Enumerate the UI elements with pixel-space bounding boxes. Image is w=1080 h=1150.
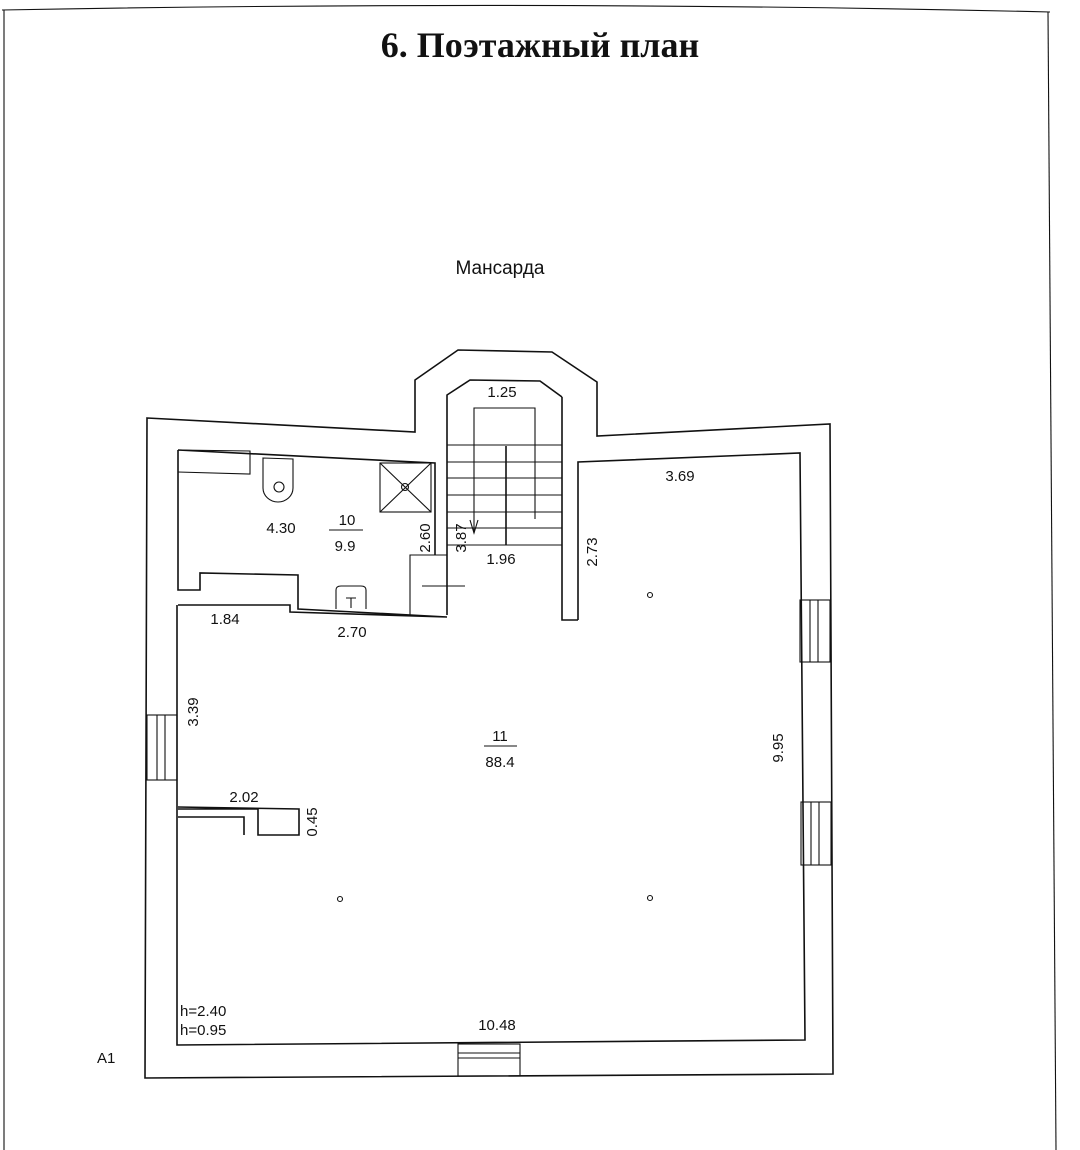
dim-room-bottom: 10.48 — [478, 1017, 516, 1034]
dim-ledge-depth: 0.45 — [304, 807, 321, 836]
room-10-area: 9.9 — [335, 538, 356, 555]
bath-counter — [177, 449, 251, 475]
window-left — [146, 714, 178, 781]
light-icon — [336, 895, 344, 903]
outer-wall — [144, 349, 834, 1079]
page-border-right — [1047, 11, 1057, 1150]
height-main: h=2.40 — [180, 1003, 226, 1020]
dim-bath-bottom-right: 2.70 — [337, 624, 366, 641]
light-icon — [646, 591, 654, 599]
window-bottom — [457, 1043, 521, 1077]
dim-room-top: 3.69 — [665, 468, 694, 485]
room-10-number: 10 — [339, 512, 356, 529]
sink-icon — [335, 585, 367, 609]
dim-stair-length: 3.87 — [453, 523, 470, 552]
dim-stair-top: 1.25 — [487, 384, 516, 401]
dim-room-left-upper: 3.39 — [185, 697, 202, 726]
dim-stair-bottom: 1.96 — [486, 551, 515, 568]
stair-steps — [447, 407, 562, 546]
dim-bath-width: 4.30 — [266, 520, 295, 537]
dim-stair-right: 2.73 — [584, 537, 601, 566]
plan-label: А1 — [97, 1050, 115, 1067]
stair-well — [446, 379, 563, 615]
room-11-area: 88.4 — [485, 754, 514, 771]
floor-name: Мансарда — [455, 258, 545, 279]
room-10-outline — [177, 449, 448, 618]
toilet-icon — [262, 457, 294, 503]
window-right-upper — [799, 599, 831, 663]
room-11-outline — [176, 452, 806, 1046]
dim-bath-depth: 2.60 — [417, 523, 434, 552]
shower-icon — [379, 462, 432, 513]
stair-arrow-icon — [469, 519, 479, 535]
dim-room-right: 9.95 — [770, 733, 787, 762]
page-title: 6. Поэтажный план — [380, 25, 700, 65]
stair-wall-right — [561, 397, 578, 621]
dim-ledge-width: 2.02 — [229, 789, 258, 806]
bath-partition — [409, 554, 447, 615]
ledge — [177, 806, 300, 836]
height-low: h=0.95 — [180, 1022, 226, 1039]
room-11-number: 11 — [492, 728, 508, 745]
dim-bath-bottom-left: 1.84 — [210, 611, 239, 628]
light-icon — [646, 894, 654, 902]
window-right-lower — [800, 801, 832, 866]
page-border-top — [1, 4, 1051, 13]
